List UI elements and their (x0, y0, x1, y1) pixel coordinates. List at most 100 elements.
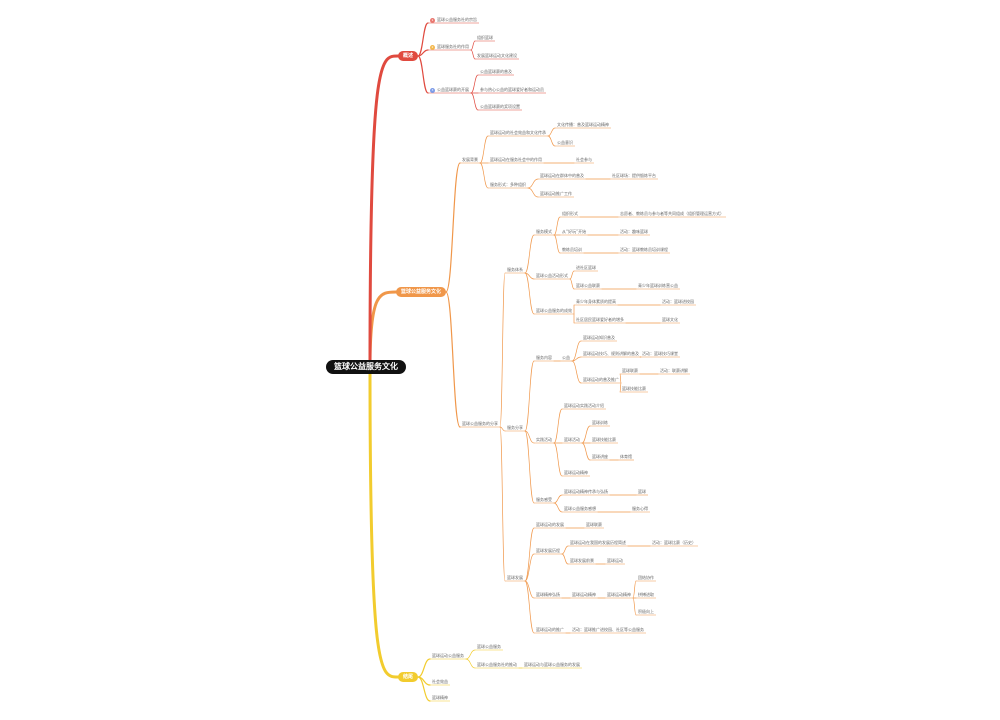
node-b2b1a3a1[interactable]: 活动：联赛讲解 (658, 368, 690, 374)
node-b2c3a1c[interactable]: 积极向上 (636, 609, 656, 615)
node-label: 公益篮球赛的奖项设置 (480, 104, 520, 109)
node-label: 篮球运动 (607, 558, 623, 563)
node-b2c1[interactable]: 篮球运动的发展 (534, 522, 566, 528)
node-b2b3b[interactable]: 篮球公益服务感想 (562, 506, 598, 512)
node-b1a[interactable]: 篮球运动的社会效益和文化传承 (488, 130, 548, 136)
node-b2b2b3[interactable]: 篮球讲座 (590, 454, 610, 460)
branch-b2b3-b2b3b (553, 502, 563, 513)
node-label: 篮球运动的发展 (536, 522, 564, 527)
node-label: 篮球发展历程 (536, 548, 560, 553)
node-b1b1[interactable]: 社会参与 (574, 157, 594, 163)
node-b2c2a1[interactable]: 活动：篮球比赛（历史） (650, 540, 698, 546)
node-b2b1a[interactable]: 公益 (560, 355, 572, 361)
node-b2b3a1[interactable]: 篮球 (636, 489, 648, 495)
branch-b2b-b2b3 (524, 430, 535, 504)
node-b2c[interactable]: 篮球发展 (505, 575, 525, 581)
branch-c-c2 (417, 676, 431, 686)
node-c2[interactable]: 社会效益 (430, 679, 450, 685)
node-a2b[interactable]: 发展篮球运动文化建设 (475, 53, 519, 59)
node-b2c3a1a[interactable]: 团结协作 (636, 575, 656, 581)
node-b2b3[interactable]: 服务感受 (534, 497, 554, 503)
node-b2a3a1[interactable]: 活动：篮球进校园 (660, 299, 696, 305)
node-b2a3b1[interactable]: 篮球文化 (660, 317, 680, 323)
node-b2c3a1b[interactable]: 拼搏进取 (636, 592, 656, 598)
node-b2b1[interactable]: 服务内容 (534, 355, 554, 361)
node-b2a[interactable]: 服务体系 (505, 267, 525, 273)
node-c1a[interactable]: 篮球公益服务 (475, 644, 503, 650)
node-b2c2b1[interactable]: 篮球运动 (605, 558, 625, 564)
node-b2c4[interactable]: 篮球运动的推广 (534, 627, 566, 633)
node-label: 进社区篮球 (576, 265, 596, 270)
node-b2c3[interactable]: 篮球精神弘扬 (534, 592, 562, 598)
node-c3[interactable]: 篮球精神 (430, 695, 450, 701)
node-b1a1[interactable]: 文化传播：普及篮球运动精神 (555, 122, 611, 128)
node-b2b2b[interactable]: 篮球活动 (562, 437, 582, 443)
node-b1b[interactable]: 篮球运动在服务社会中的作用 (488, 157, 544, 163)
node-b2a1[interactable]: 服务模式 (534, 229, 554, 235)
node-b1a2[interactable]: 公益意识 (555, 140, 575, 146)
node-b2a3[interactable]: 篮球公益服务的成效 (534, 308, 574, 314)
node-label: 篮球运动在群体中的普及 (540, 173, 584, 178)
node-b[interactable]: 篮球公益服务文化 (396, 287, 447, 297)
node-b2b1a3b[interactable]: 篮球技能比赛 (620, 386, 648, 392)
node-b2c2b[interactable]: 篮球发展前景 (568, 558, 596, 564)
node-c1[interactable]: 篮球运动公益服务 (430, 653, 466, 659)
node-c[interactable]: 结尾 (398, 672, 419, 682)
node-b2b[interactable]: 服务分享 (505, 425, 525, 431)
node-label: 文化传播：普及篮球运动精神 (557, 122, 609, 127)
node-b2b1a3a[interactable]: 篮球联赛 (620, 368, 640, 374)
node-b1c2[interactable]: 篮球运动推广工作 (538, 191, 574, 197)
node-b1c1a[interactable]: 社区球场：提供锻炼平台 (610, 173, 658, 179)
node-a2a[interactable]: 组织篮球 (475, 35, 495, 41)
node-b2a2b1[interactable]: 青少年篮球训练营公益 (636, 283, 680, 289)
node-b2a1c1[interactable]: 活动：篮球教练员培训课程 (618, 247, 670, 253)
node-b2c1a[interactable]: 篮球联赛 (584, 522, 604, 528)
node-b2c3a[interactable]: 篮球运动精神 (570, 592, 598, 598)
node-b2a2a[interactable]: 进社区篮球 (574, 265, 598, 271)
node-b1c[interactable]: 服务形式：多种组织 (488, 182, 528, 188)
node-b2b1a2[interactable]: 篮球运动技巧、规则讲解的普及 (581, 351, 641, 357)
node-b2b3a[interactable]: 篮球运动精神传承与弘扬 (562, 489, 610, 495)
node-label: 篮球运动精神 (607, 592, 631, 597)
node-b2c4a[interactable]: 活动：篮球推广进校园、社区等公益服务 (570, 627, 646, 633)
node-b2[interactable]: 篮球公益服务的分享 (460, 421, 500, 427)
node-b2b2b2[interactable]: 篮球技能比赛 (590, 437, 618, 443)
node-b2b1a2a[interactable]: 活动：篮球技巧课堂 (640, 351, 680, 357)
node-b2c3a1[interactable]: 篮球运动精神 (605, 592, 633, 598)
node-b2b2b3a[interactable]: 体育馆 (618, 454, 634, 460)
node-b2a3a[interactable]: 青少年身体素质的提高 (574, 299, 618, 305)
node-b1c1[interactable]: 篮球运动在群体中的普及 (538, 173, 586, 179)
node-b2b3b1[interactable]: 服务心得 (630, 506, 650, 512)
node-b2b2[interactable]: 实践活动 (534, 437, 554, 443)
node-b2c2a[interactable]: 篮球运动在我国的发展历程简述 (568, 540, 628, 546)
node-b2a1c[interactable]: 教练员培训 (560, 247, 584, 253)
node-b2b2c[interactable]: 篮球运动精神 (562, 470, 590, 476)
node-b2a2b[interactable]: 篮球公益联赛 (574, 283, 602, 289)
node-a[interactable]: 概述 (398, 51, 419, 61)
node-a3b[interactable]: 参与热心公益的篮球爱好者和运动员 (478, 87, 546, 93)
node-b2c2[interactable]: 篮球发展历程 (534, 548, 562, 554)
node-b2a1a[interactable]: 组织形式 (560, 211, 580, 217)
node-b2b2b1[interactable]: 篮球训练 (590, 420, 610, 426)
node-b2b2a[interactable]: 篮球运动实践活动介绍 (562, 403, 606, 409)
node-b2a3b[interactable]: 社区居民篮球爱好者的增多 (574, 317, 626, 323)
node-b2a1a1[interactable]: 志愿者、教练员与参与者等共同组成（组织管理运营方式） (618, 211, 726, 217)
node-b2a2[interactable]: 篮球公益活动形式 (534, 273, 570, 279)
node-b2a1b1[interactable]: 活动：趣味篮球 (618, 229, 650, 235)
node-a3c[interactable]: 公益篮球赛的奖项设置 (478, 104, 522, 110)
node-c1b[interactable]: 篮球公益服务社的推动 (475, 662, 519, 668)
node-b2b1a1[interactable]: 篮球运动知识普及 (581, 335, 617, 341)
node-b2a1b[interactable]: 从“好玩”开始 (560, 229, 588, 235)
node-a3a[interactable]: 公益篮球赛的普及 (478, 69, 514, 75)
node-b1[interactable]: 发展背景 (460, 157, 480, 163)
node-label: 积极向上 (638, 609, 654, 614)
node-b2b1a3[interactable]: 篮球运动的普及推广 (581, 377, 621, 383)
node-label: 活动：趣味篮球 (620, 229, 648, 234)
node-root[interactable]: 篮球公益服务文化 (326, 360, 406, 374)
node-c1b1[interactable]: 篮球运动与篮球公益服务的发展 (522, 662, 582, 668)
branch-b2b-b2b2 (524, 430, 535, 444)
